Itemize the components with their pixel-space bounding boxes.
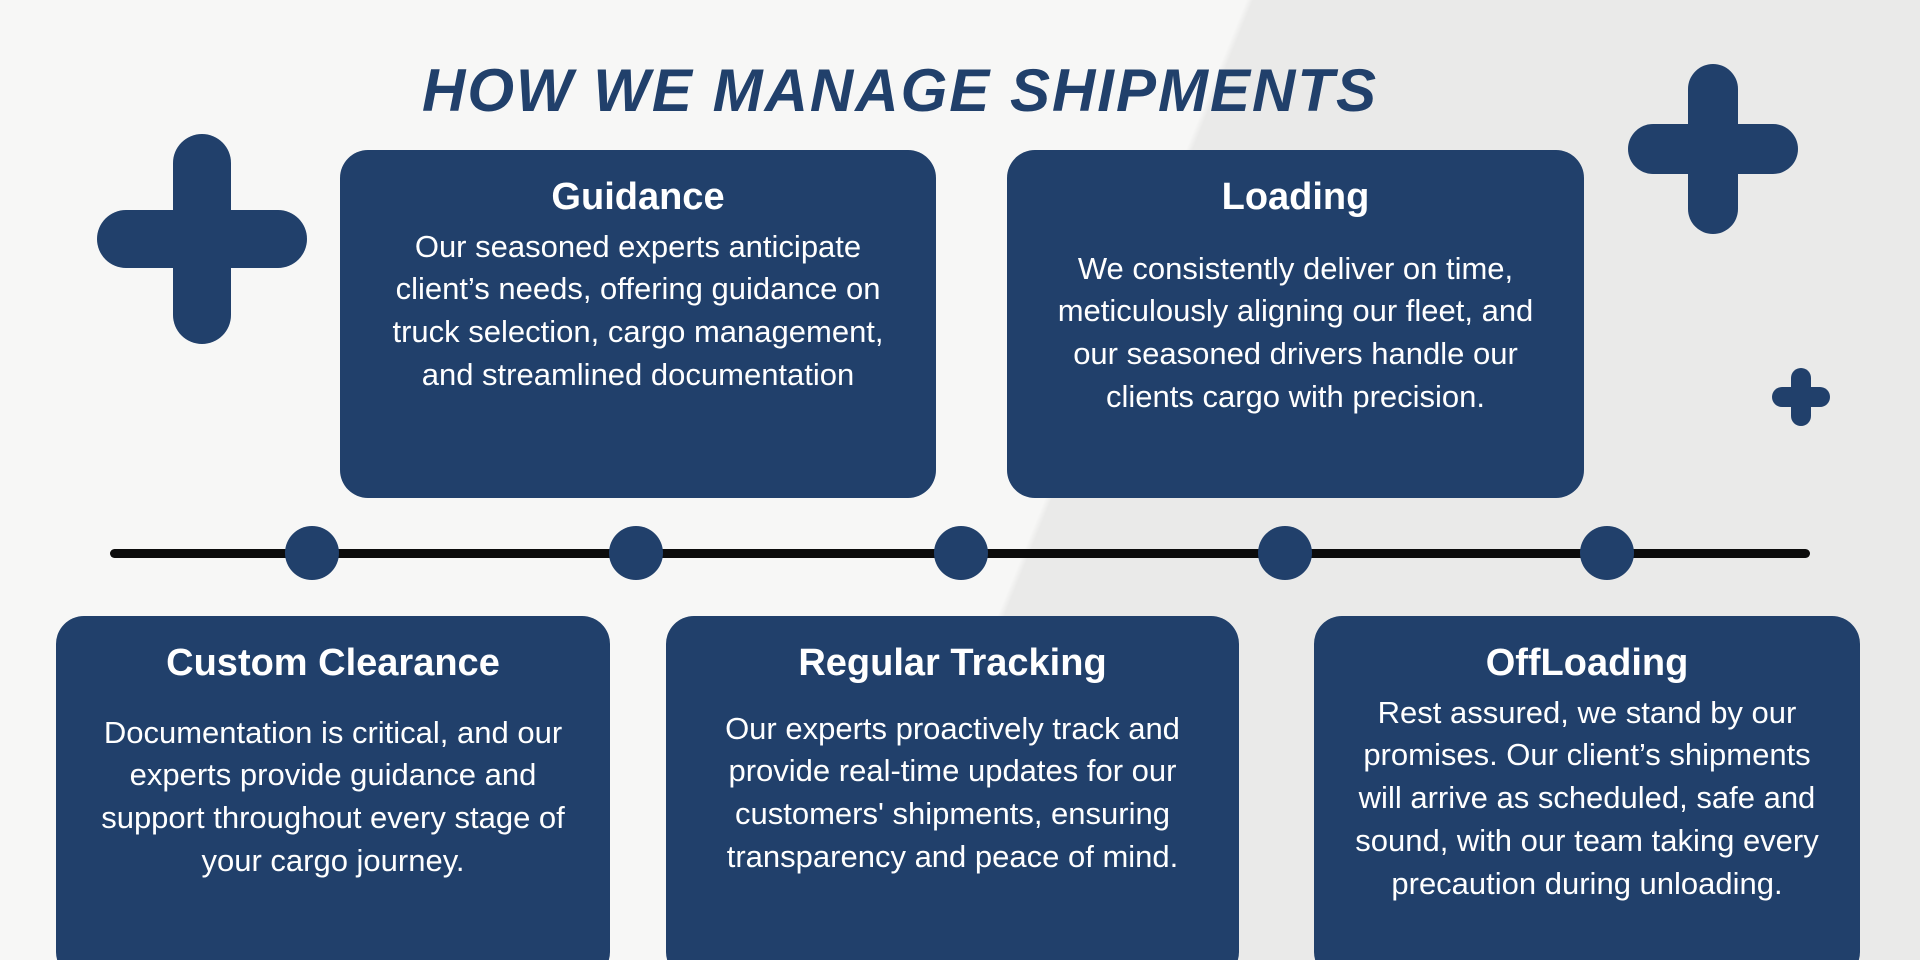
timeline-dot [1580, 526, 1634, 580]
timeline-dot [285, 526, 339, 580]
timeline-dot [1258, 526, 1312, 580]
card-body: Our experts proactively track and provid… [725, 710, 1180, 874]
card-loading: Loading We consistently deliver on time,… [1007, 150, 1584, 498]
page-title: HOW WE MANAGE SHIPMENTS [422, 57, 1378, 125]
card-offloading: OffLoading Rest assured, we stand by our… [1314, 616, 1860, 960]
plus-icon-right-small [1772, 368, 1830, 426]
timeline-dot [934, 526, 988, 580]
card-body: Our seasoned experts anticipate client’s… [392, 228, 884, 392]
card-title: Regular Tracking [798, 642, 1107, 684]
card-title: OffLoading [1485, 642, 1689, 684]
card-body: We consistently deliver on time, meticul… [1057, 250, 1534, 414]
card-guidance: Guidance Our seasoned experts anticipate… [340, 150, 936, 498]
card-title: Guidance [551, 176, 725, 218]
card-body: Documentation is critical, and our exper… [101, 714, 565, 878]
plus-icon-left [97, 134, 307, 344]
card-title: Loading [1221, 176, 1370, 218]
plus-bar-vertical [173, 134, 231, 344]
card-title: Custom Clearance [166, 642, 500, 684]
plus-bar-vertical [1688, 64, 1738, 234]
timeline-dot [609, 526, 663, 580]
plus-icon-right-large [1628, 64, 1798, 234]
card-regular-tracking: Regular Tracking Our experts proactively… [666, 616, 1239, 960]
card-body: Rest assured, we stand by our promises. … [1355, 694, 1819, 901]
card-custom-clearance: Custom Clearance Documentation is critic… [56, 616, 610, 960]
plus-bar-vertical [1791, 368, 1811, 426]
